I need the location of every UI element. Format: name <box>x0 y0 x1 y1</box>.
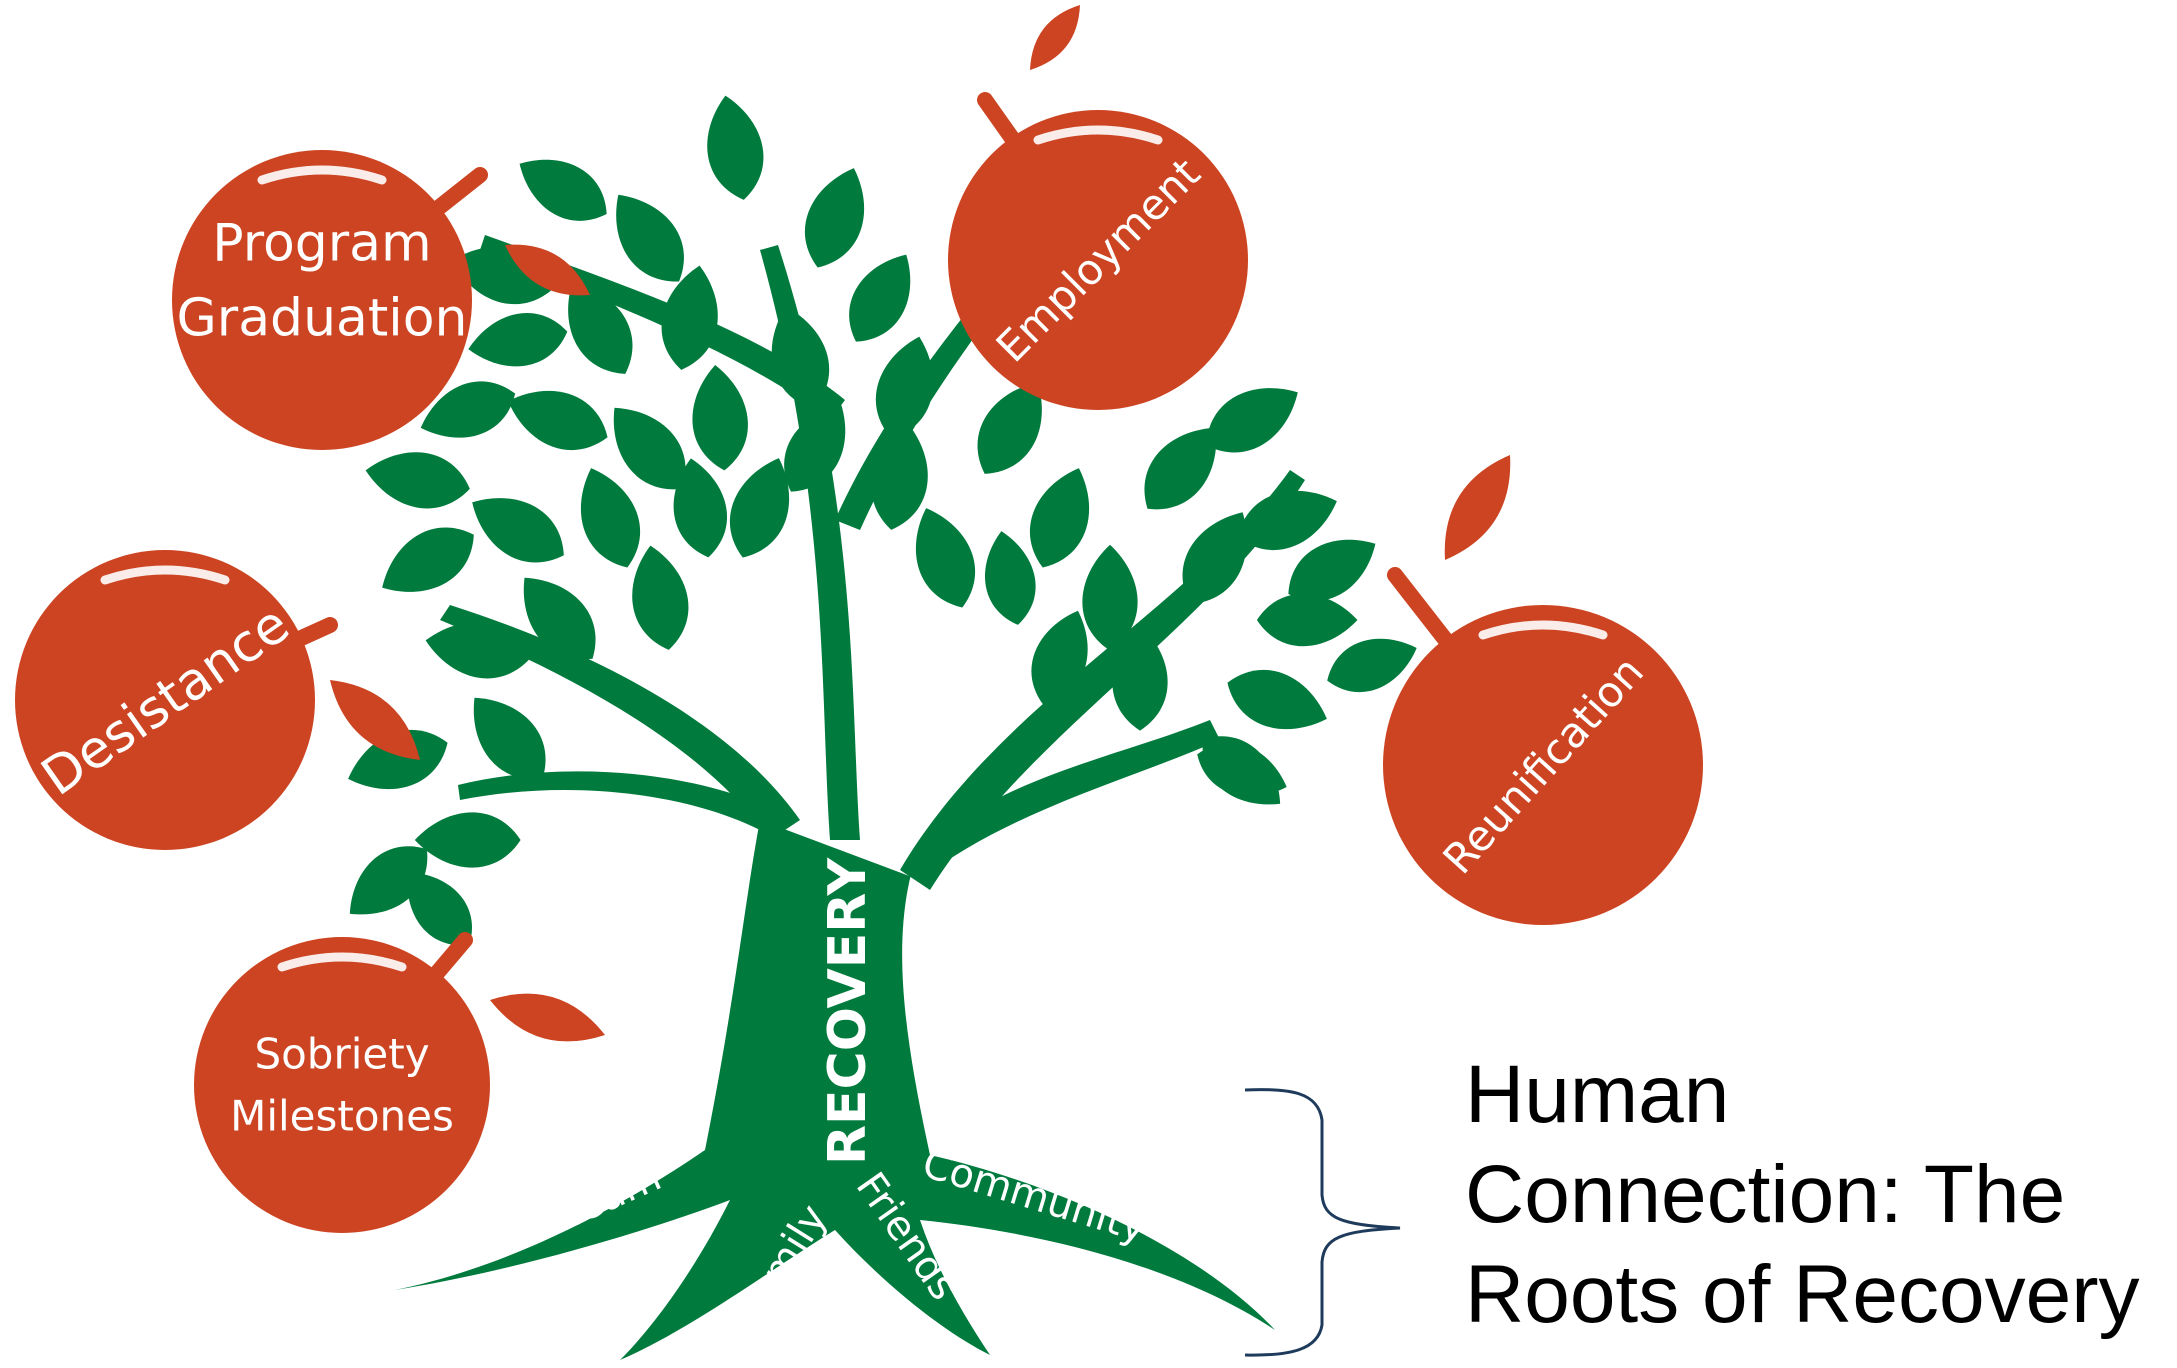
fruit-highlight <box>1478 620 1608 640</box>
leaf <box>348 729 448 790</box>
leaf <box>472 498 564 563</box>
fruit-highlight <box>257 165 387 185</box>
leaf <box>915 508 976 608</box>
leaf <box>632 545 689 650</box>
fruit-2: Employment <box>948 5 1248 410</box>
leaf <box>508 390 608 451</box>
fruit-leaf <box>1030 5 1080 70</box>
leaf <box>692 365 748 471</box>
fruit-body <box>1383 605 1703 925</box>
leaf <box>519 159 607 221</box>
caption-line-1: Human <box>1465 1049 1730 1140</box>
fruit-leaf <box>490 993 605 1042</box>
leaf <box>420 381 516 438</box>
leaf <box>849 254 911 342</box>
leaf <box>349 846 428 915</box>
leaf <box>365 452 470 509</box>
fruit-leaf <box>330 680 420 760</box>
leaf <box>580 468 641 568</box>
leaf <box>616 194 684 282</box>
leaf <box>613 407 686 490</box>
leaf <box>977 382 1042 474</box>
leaf <box>414 812 521 868</box>
fruit-label-line: Milestones <box>230 1092 454 1141</box>
fruit-3: Desistance <box>15 550 420 850</box>
leaf <box>1288 539 1376 601</box>
leaf <box>1256 593 1358 647</box>
fruit-leaf <box>1444 455 1511 560</box>
leaf <box>673 458 727 558</box>
caption-text: Human Connection: The Roots of Recovery <box>1465 1045 2165 1345</box>
fruit-label-line: Sobriety <box>254 1030 429 1079</box>
leaf <box>407 871 472 946</box>
leaf <box>1227 669 1327 730</box>
leaf <box>568 282 633 374</box>
leaf <box>707 95 764 200</box>
fruit-body <box>948 110 1248 410</box>
fruit-body <box>194 937 490 1233</box>
leaf <box>1327 638 1417 693</box>
leaf <box>468 313 568 367</box>
leaf <box>984 531 1036 625</box>
fruit-4: Reunification <box>1383 455 1703 925</box>
fruit-highlight <box>277 952 407 972</box>
leaf <box>473 697 546 780</box>
fruit-leaf <box>505 244 590 296</box>
leaf <box>729 458 790 558</box>
caption-bracket <box>1244 1088 1401 1357</box>
fruit-highlight <box>1033 125 1163 145</box>
fruit-body <box>15 550 315 850</box>
caption-line-3: Roots of Recovery <box>1465 1249 2140 1340</box>
trunk-label: RECOVERY <box>818 857 878 1165</box>
leaf <box>1197 742 1287 797</box>
fruit-label-line: Program <box>212 214 431 274</box>
leaf <box>1082 544 1138 651</box>
fruit-highlight <box>100 565 230 585</box>
leaf <box>1144 427 1217 510</box>
leaf <box>804 168 865 268</box>
fruit-label-line: Graduation <box>177 289 468 349</box>
caption-line-2: Connection: The <box>1465 1149 2066 1240</box>
leaf <box>1029 468 1090 568</box>
leaf <box>382 527 474 592</box>
fruit-body <box>172 150 472 450</box>
leaf <box>1206 388 1298 453</box>
